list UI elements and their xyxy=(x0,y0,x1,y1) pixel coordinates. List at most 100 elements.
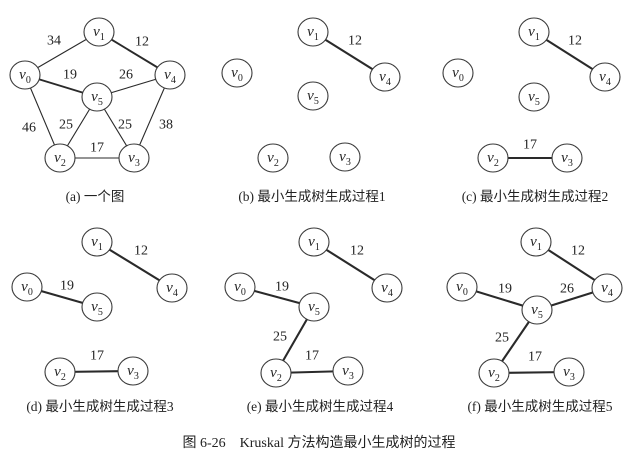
node-v0: v0 xyxy=(11,272,43,302)
node-subscript: 5 xyxy=(535,97,540,108)
node-circle xyxy=(477,143,509,173)
node-v4: v4 xyxy=(369,62,401,92)
node-circle xyxy=(298,292,330,322)
node-v2: v2 xyxy=(44,143,76,173)
edge-weight-label: 12 xyxy=(350,244,364,259)
node-v5: v5 xyxy=(521,295,553,325)
node-letter: v xyxy=(54,364,61,380)
node-v5: v5 xyxy=(518,82,550,112)
node-circle xyxy=(257,143,289,173)
edge-weight-label: 17 xyxy=(523,138,537,153)
edge-weight-label: 34 xyxy=(47,34,61,49)
panel-caption: (c) 最小生成树生成过程2 xyxy=(462,189,609,204)
node-label: v3 xyxy=(342,363,354,382)
node-circle xyxy=(520,227,552,257)
node-letter: v xyxy=(561,150,568,166)
panel-caption: (e) 最小生成树生成过程4 xyxy=(247,399,394,414)
node-letter: v xyxy=(93,24,100,40)
node-label: v1 xyxy=(93,24,105,43)
node-v3: v3 xyxy=(329,142,361,172)
node-v0: v0 xyxy=(9,60,41,90)
node-subscript: 2 xyxy=(495,373,500,384)
node-label: v5 xyxy=(91,89,103,108)
node-subscript: 4 xyxy=(171,75,176,86)
edge-weight-label: 26 xyxy=(560,282,574,297)
node-v1: v1 xyxy=(81,227,113,257)
node-v1: v1 xyxy=(297,17,329,47)
node-circle xyxy=(329,142,361,172)
node-v5: v5 xyxy=(297,81,329,111)
node-letter: v xyxy=(127,363,134,379)
node-circle xyxy=(118,143,150,173)
node-subscript: 0 xyxy=(463,287,468,298)
edge-weight-label: 19 xyxy=(275,280,289,295)
node-circle xyxy=(297,17,329,47)
node-v1: v1 xyxy=(520,227,552,257)
node-v2: v2 xyxy=(257,143,289,173)
node-label: v0 xyxy=(19,67,31,86)
node-subscript: 1 xyxy=(315,242,320,253)
node-subscript: 1 xyxy=(314,32,319,43)
node-label: v4 xyxy=(379,69,391,88)
node-subscript: 3 xyxy=(135,158,140,169)
node-label: v0 xyxy=(456,279,468,298)
node-label: v4 xyxy=(381,280,393,299)
node-v2: v2 xyxy=(44,357,76,387)
node-subscript: 4 xyxy=(608,288,613,299)
node-v0: v0 xyxy=(224,272,256,302)
edge-weight-label: 12 xyxy=(135,35,149,50)
node-letter: v xyxy=(339,149,346,165)
node-subscript: 1 xyxy=(537,242,542,253)
node-circle xyxy=(44,357,76,387)
edge-weight-label: 17 xyxy=(305,349,319,364)
node-circle xyxy=(156,273,188,303)
edge-weight-label: 17 xyxy=(528,350,542,365)
node-letter: v xyxy=(488,365,495,381)
node-v4: v4 xyxy=(154,60,186,90)
node-subscript: 1 xyxy=(100,32,105,43)
panel-caption: (f) 最小生成树生成过程5 xyxy=(467,399,612,414)
figure-caption: 图 6-26 Kruskal 方法构造最小生成树的过程 xyxy=(183,435,456,451)
edge-weight-label: 25 xyxy=(59,118,73,133)
node-circle xyxy=(551,143,583,173)
node-v0: v0 xyxy=(442,58,474,88)
edge-weight-label: 12 xyxy=(134,244,148,259)
edge-v4-v3 xyxy=(133,74,171,159)
node-circle xyxy=(44,143,76,173)
node-letter: v xyxy=(91,299,98,315)
edge-weight-label: 12 xyxy=(348,34,362,49)
node-circle xyxy=(260,358,292,388)
node-v4: v4 xyxy=(156,273,188,303)
node-label: v5 xyxy=(528,89,540,108)
node-circle xyxy=(81,227,113,257)
node-label: v5 xyxy=(307,88,319,107)
node-label: v5 xyxy=(91,299,103,318)
node-letter: v xyxy=(530,234,537,250)
node-circle xyxy=(478,358,510,388)
node-label: v1 xyxy=(91,234,103,253)
node-subscript: 2 xyxy=(61,372,66,383)
node-v4: v4 xyxy=(589,62,621,92)
panel-caption: (d) 最小生成树生成过程3 xyxy=(26,399,174,414)
node-v3: v3 xyxy=(553,357,585,387)
node-circle xyxy=(591,273,623,303)
edge-weight-label: 17 xyxy=(90,141,104,156)
node-subscript: 2 xyxy=(61,158,66,169)
node-circle xyxy=(224,272,256,302)
node-circle xyxy=(81,292,113,322)
node-letter: v xyxy=(381,280,388,296)
node-v2: v2 xyxy=(477,143,509,173)
node-label: v0 xyxy=(21,279,33,298)
node-circle xyxy=(9,60,41,90)
edge-weight-label: 19 xyxy=(60,279,74,294)
node-subscript: 0 xyxy=(241,287,246,298)
node-label: v1 xyxy=(308,234,320,253)
edge-weight-label: 46 xyxy=(22,121,36,136)
node-subscript: 0 xyxy=(26,75,31,86)
node-circle xyxy=(371,273,403,303)
node-letter: v xyxy=(456,279,463,295)
